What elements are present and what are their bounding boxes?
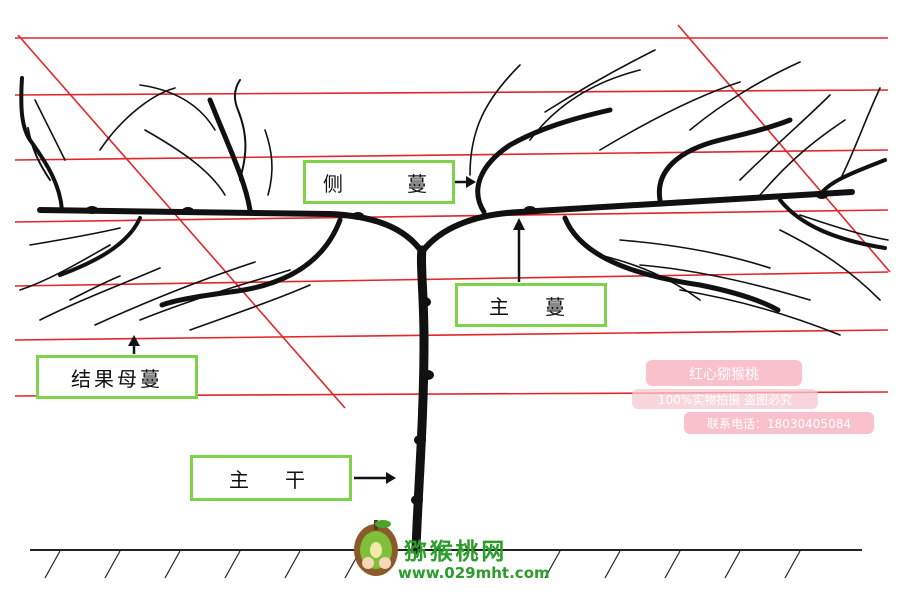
fruiting-vine-label: 结果母蔓 (36, 355, 198, 399)
fruiting-vines-lower-left (19, 216, 343, 331)
wire-4 (14, 209, 889, 223)
watermark-title: 红心猕猴桃 (689, 367, 759, 383)
main-vine-left (37, 207, 425, 255)
diagonal-wire-left (17, 34, 346, 409)
watermark-phone: 联系电话：18030405084 (707, 417, 851, 431)
watermark-ribbon-1 (646, 360, 802, 386)
trunk-arrowhead (386, 472, 396, 484)
ground (30, 549, 862, 579)
fruiting-vine-arrowhead (128, 335, 140, 346)
side-vine-arrowhead (466, 176, 476, 188)
wire-6 (14, 329, 889, 341)
watermark-ribbon-3 (684, 412, 874, 434)
wire-5 (14, 271, 889, 287)
main-vine-arrowhead (513, 218, 525, 230)
label-arrows (128, 176, 525, 484)
main-vine-right (419, 189, 855, 255)
main-vine-label: 主 蔓 (455, 283, 607, 327)
wire-3 (14, 149, 889, 161)
brand-name: 猕猴桃网 (404, 539, 508, 565)
kiwi-mascot-logo (354, 520, 398, 576)
side-vines-upper-left (19, 76, 273, 213)
trunk-label: 主 干 (190, 455, 352, 501)
watermark-ribbon-2 (632, 389, 818, 409)
fruiting-vines-lower-right (562, 198, 889, 336)
watermark-notice: 100%实物拍摄 盗图必究 (657, 393, 793, 407)
side-vines-upper-right (469, 49, 887, 215)
wire-2 (14, 89, 889, 96)
side-vine-label: 侧 蔓 (303, 160, 455, 204)
watermark-ribbons (632, 360, 874, 434)
trunk-buds (411, 297, 434, 505)
trunk (411, 245, 429, 555)
diagonal-wire-right (677, 24, 891, 273)
brand-url: www.029mht.com (398, 564, 550, 582)
